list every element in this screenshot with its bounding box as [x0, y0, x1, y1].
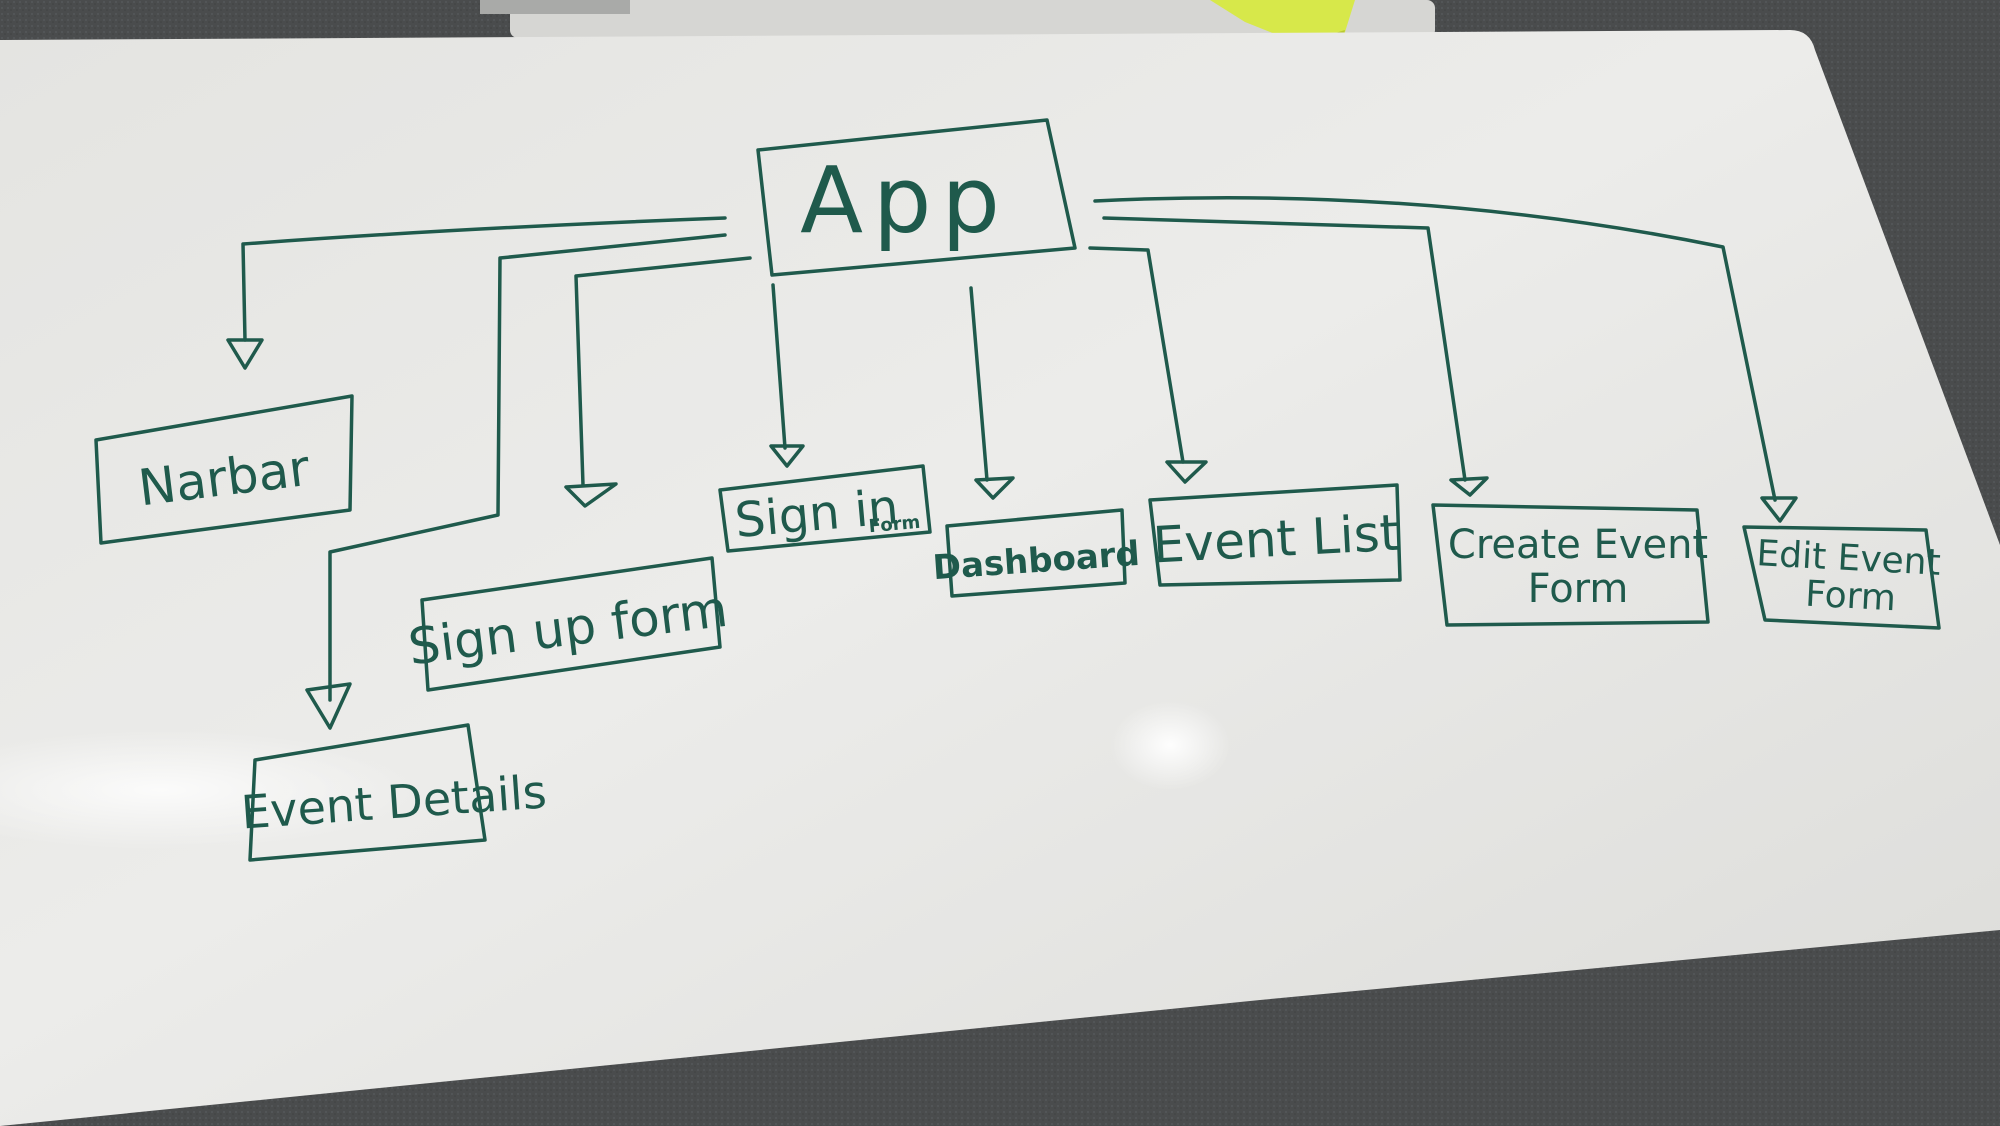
- glare-left: [0, 730, 420, 850]
- box-dashboard: [945, 508, 1127, 598]
- box-event-details: [248, 723, 487, 862]
- box-sign-in: [718, 464, 932, 553]
- edge-app-event-list: [1088, 246, 1185, 464]
- edge-app-navbar: [241, 216, 727, 342]
- arrowhead-edit-event: [1760, 496, 1798, 523]
- edge-app-event-details: [328, 233, 727, 702]
- node-label-app: App: [800, 147, 1010, 254]
- box-event-list: [1148, 483, 1402, 587]
- box-create-event: [1431, 503, 1710, 627]
- node-boxes: [94, 118, 1941, 862]
- node-label-create-event-2: Form: [1528, 566, 1629, 612]
- arrowhead-create-event: [1449, 476, 1489, 497]
- edge-app-dashboard: [969, 286, 989, 482]
- table-edge: [510, 0, 1435, 38]
- node-label-edit-event-2: Form: [1804, 574, 1897, 620]
- arrowhead-sign-in: [769, 444, 805, 468]
- node-label-create-event-1: Create Event: [1448, 522, 1708, 568]
- node-sublabel-sign-in: Form: [868, 512, 921, 537]
- arrowhead-navbar: [226, 338, 264, 370]
- box-app: [756, 118, 1077, 277]
- edge-app-sign-in: [771, 283, 787, 450]
- arrowhead-event-list: [1165, 460, 1208, 484]
- node-label-edit-event-1: Edit Event: [1756, 533, 1942, 584]
- node-label-event-list: Event List: [1151, 504, 1400, 575]
- edge-app-create-event: [1102, 216, 1467, 482]
- glare-center: [1110, 700, 1230, 790]
- box-navbar: [94, 394, 354, 545]
- box-sign-up: [420, 556, 722, 692]
- box-edit-event: [1742, 525, 1941, 630]
- arrowhead-dashboard: [974, 476, 1015, 500]
- arrowhead-event-details: [305, 682, 352, 730]
- arrowheads: [226, 338, 1798, 730]
- edge-app-edit-event: [1093, 195, 1777, 502]
- arrowhead-sign-up: [564, 482, 618, 508]
- connectors: [241, 195, 1777, 702]
- edge-app-sign-up: [574, 256, 752, 487]
- paper-stack: [480, 0, 630, 14]
